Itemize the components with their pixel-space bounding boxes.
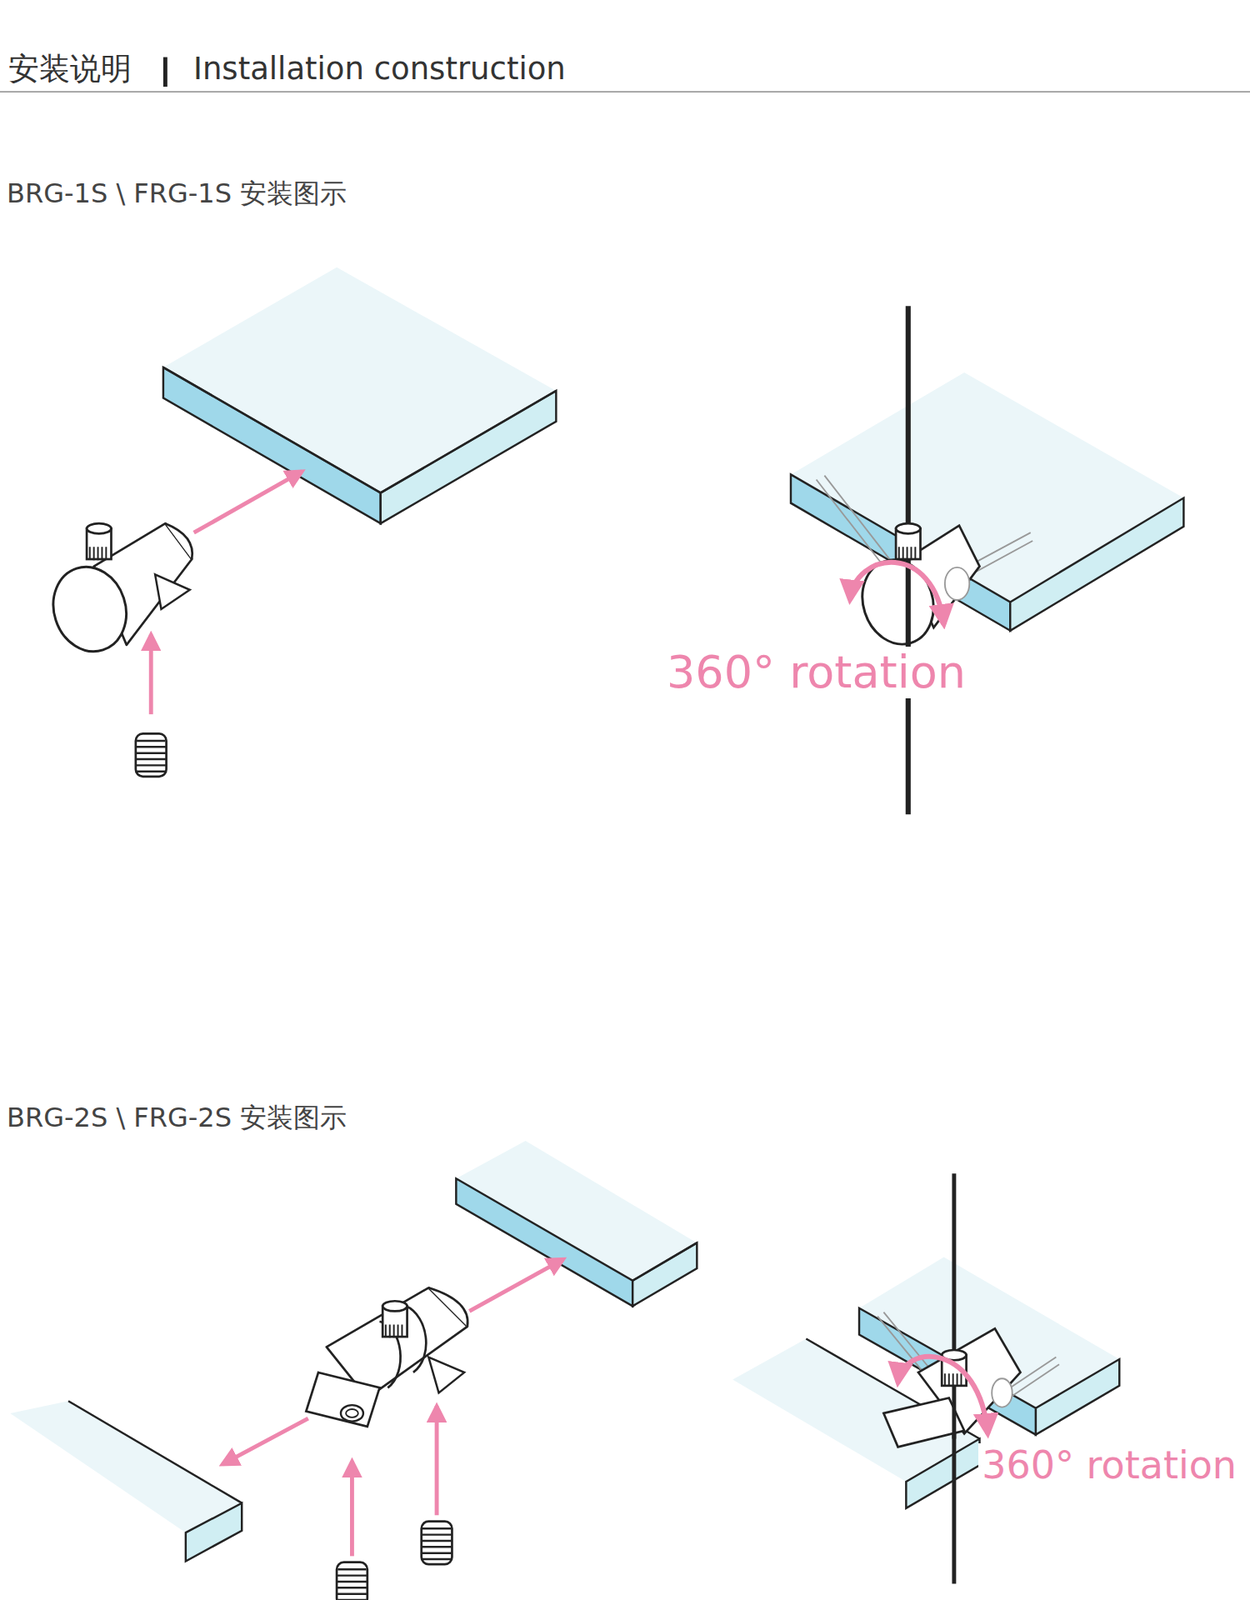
page-title: 安装说明: [8, 51, 132, 88]
rotation-note: 360° rotation: [978, 1443, 1240, 1488]
rotation-note: 360° rotation: [663, 646, 970, 699]
page-subtitle: Installation construction: [193, 51, 566, 88]
section-heading: BRG-1S \ FRG-1S 安装图示: [6, 178, 347, 210]
section-heading: BRG-2S \ FRG-2S 安装图示: [6, 1102, 347, 1134]
